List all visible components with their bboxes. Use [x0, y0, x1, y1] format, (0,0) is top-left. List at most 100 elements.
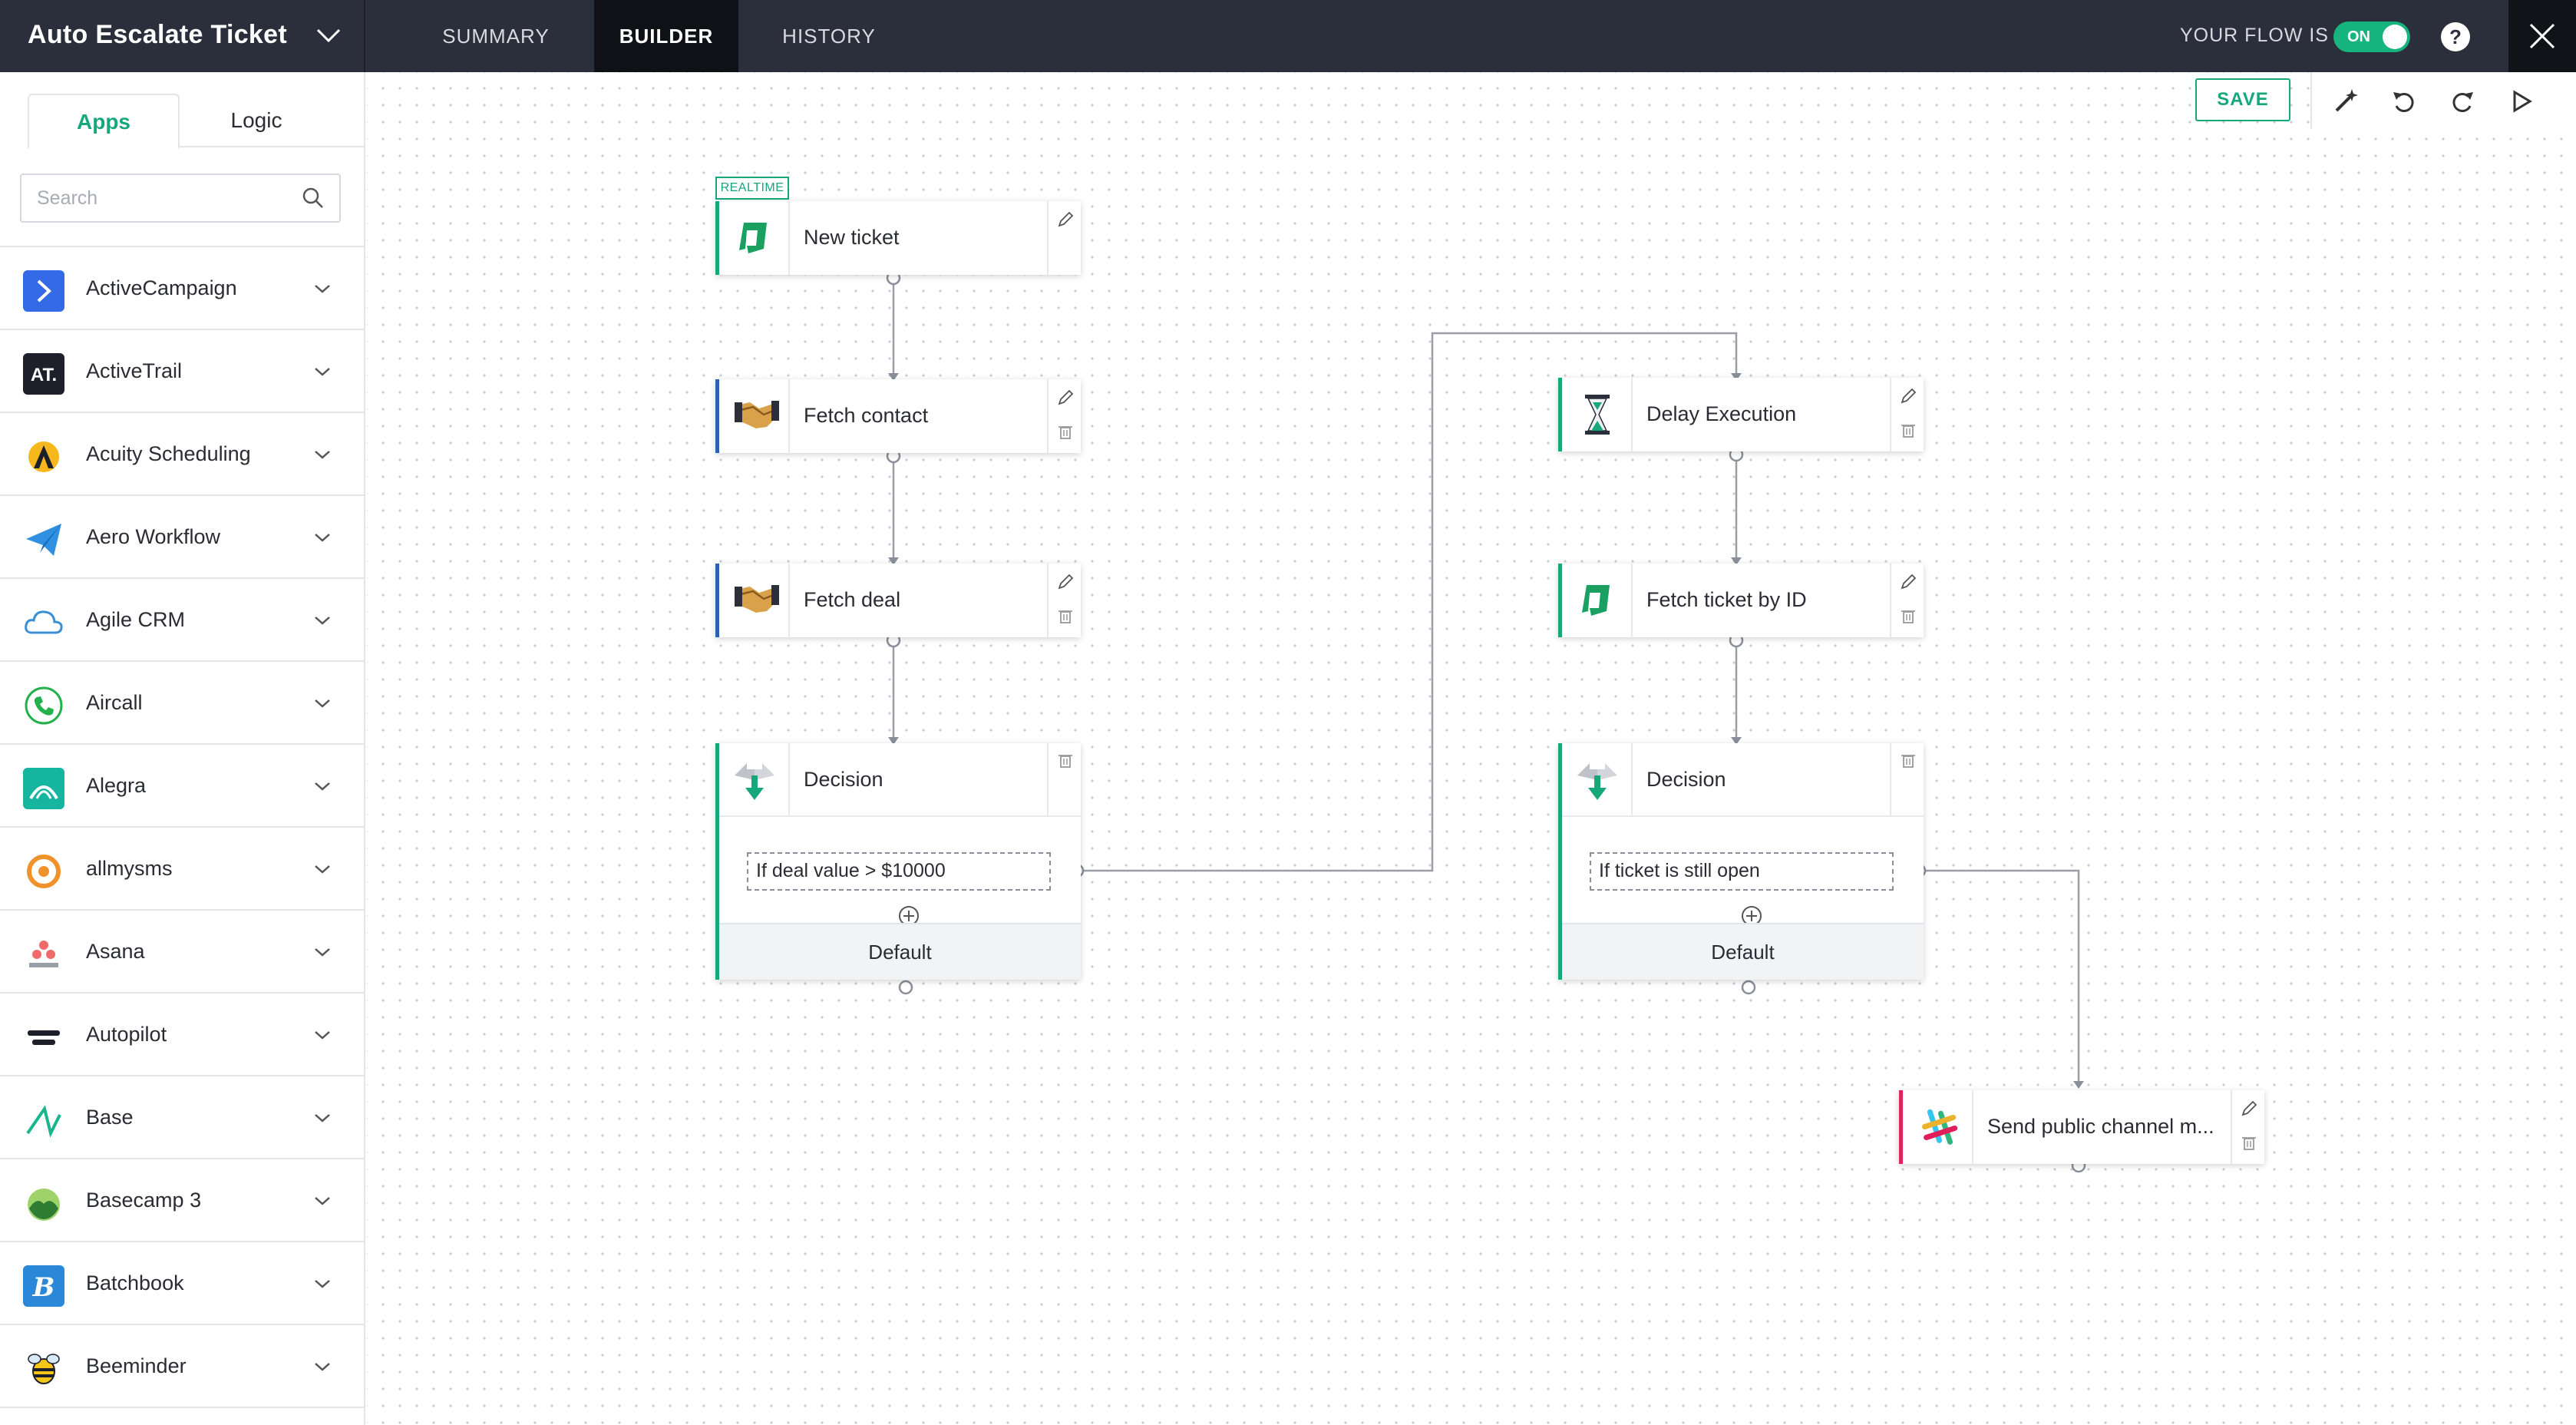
- app-item-batchbook[interactable]: B Batchbook: [0, 1242, 364, 1325]
- flow-title-dropdown[interactable]: Auto Escalate Ticket: [0, 0, 365, 72]
- magic-wand-icon[interactable]: [2330, 86, 2361, 117]
- app-item-activetrail[interactable]: AT. ActiveTrail: [0, 330, 364, 413]
- save-button[interactable]: SAVE: [2195, 78, 2290, 121]
- decision-default-branch[interactable]: Default: [719, 923, 1081, 980]
- chevron-down-icon: [315, 1197, 330, 1205]
- node-fetch-contact[interactable]: Fetch contact: [715, 379, 1081, 453]
- node-label: Fetch deal: [804, 588, 901, 611]
- autopilot-logo-icon: [23, 1017, 64, 1058]
- tab-builder[interactable]: BUILDER: [594, 0, 738, 72]
- flow-status-toggle[interactable]: ON: [2333, 21, 2410, 52]
- sidebar-tabs: Apps Logic: [28, 94, 364, 149]
- flow-status-label: YOUR FLOW IS: [2180, 25, 2329, 46]
- app-name: ActiveCampaign: [86, 276, 237, 299]
- app-item-activecampaign[interactable]: ActiveCampaign: [0, 247, 364, 330]
- node-fetch-ticket-by-id[interactable]: Fetch ticket by ID: [1558, 564, 1924, 637]
- node-label: Fetch ticket by ID: [1646, 588, 1807, 611]
- node-fetch-deal[interactable]: Fetch deal: [715, 564, 1081, 637]
- app-name: Beeminder: [86, 1354, 187, 1377]
- flow-title: Auto Escalate Ticket: [28, 20, 287, 49]
- search-icon[interactable]: [301, 186, 325, 210]
- app-item-beeminder[interactable]: Beeminder: [0, 1325, 364, 1408]
- app-name: Asana: [86, 940, 145, 963]
- chevron-down-icon: [315, 1363, 330, 1371]
- flow-canvas[interactable]: [367, 72, 2576, 1425]
- close-button[interactable]: [2508, 0, 2576, 72]
- app-name: Alegra: [86, 774, 147, 797]
- tab-apps[interactable]: Apps: [28, 94, 180, 149]
- node-label: Fetch contact: [804, 404, 929, 427]
- freshdesk-logo-icon: [739, 223, 767, 253]
- app-list: ActiveCampaign AT. ActiveTrail Acuity Sc…: [0, 246, 364, 1408]
- app-item-base[interactable]: Base: [0, 1076, 364, 1159]
- edit-icon[interactable]: [1899, 573, 1917, 591]
- redo-icon[interactable]: [2447, 86, 2478, 117]
- add-branch-icon[interactable]: [1740, 904, 1763, 927]
- node-send-slack-message[interactable]: Send public channel m...: [1899, 1090, 2264, 1164]
- app-item-autopilot[interactable]: Autopilot: [0, 994, 364, 1076]
- allmysms-logo-icon: [23, 851, 64, 892]
- tab-logic[interactable]: Logic: [230, 108, 282, 132]
- node-delay-execution[interactable]: Delay Execution: [1558, 378, 1924, 451]
- node-decision-2[interactable]: Decision If ticket is still open Default: [1558, 743, 1924, 980]
- top-bar: Auto Escalate Ticket SUMMARY BUILDER HIS…: [0, 0, 2576, 72]
- trash-icon[interactable]: [1056, 607, 1075, 625]
- trash-icon[interactable]: [1056, 751, 1075, 769]
- node-label: New ticket: [804, 226, 900, 249]
- slack-logo-icon: [1922, 1109, 1958, 1145]
- chevron-down-icon: [315, 948, 330, 957]
- play-icon[interactable]: [2505, 86, 2536, 117]
- app-name: Base: [86, 1106, 134, 1129]
- app-name: ActiveTrail: [86, 359, 183, 382]
- chevron-down-icon: [315, 534, 330, 542]
- decision-default-branch[interactable]: Default: [1562, 923, 1924, 980]
- trash-icon[interactable]: [1899, 421, 1917, 439]
- app-item-acuity-scheduling[interactable]: Acuity Scheduling: [0, 413, 364, 496]
- batchbook-logo-icon: B: [23, 1265, 64, 1307]
- decision-arrows-icon: [735, 763, 774, 800]
- decision-arrows-icon: [1577, 763, 1617, 800]
- phone-icon: [23, 685, 64, 726]
- app-item-asana[interactable]: Asana: [0, 911, 364, 994]
- app-item-aero-workflow[interactable]: Aero Workflow: [0, 496, 364, 579]
- node-label: Send public channel m...: [1987, 1115, 2214, 1138]
- decision-condition[interactable]: If ticket is still open: [1590, 852, 1894, 891]
- sidebar: Apps Logic ActiveCampaign AT. ActiveTrai…: [0, 72, 365, 1425]
- node-label: Decision: [804, 768, 883, 791]
- cloud-icon: [23, 602, 64, 643]
- edit-icon[interactable]: [1056, 210, 1075, 229]
- help-button[interactable]: ?: [2441, 22, 2470, 51]
- chevron-down-icon: [315, 865, 330, 874]
- activetrail-logo-icon: AT.: [23, 353, 64, 395]
- handshake-icon: [735, 585, 779, 613]
- tab-history[interactable]: HISTORY: [782, 25, 876, 48]
- app-name: Batchbook: [86, 1271, 184, 1294]
- bee-icon: [23, 1348, 64, 1390]
- tab-summary[interactable]: SUMMARY: [442, 25, 550, 48]
- edit-icon[interactable]: [1056, 573, 1075, 591]
- node-decision-1[interactable]: Decision If deal value > $10000 Default: [715, 743, 1081, 980]
- node-label: Decision: [1646, 768, 1726, 791]
- decision-condition[interactable]: If deal value > $10000: [747, 852, 1051, 891]
- search-input[interactable]: [37, 184, 290, 212]
- trash-icon[interactable]: [1056, 422, 1075, 441]
- trash-icon[interactable]: [1899, 751, 1917, 769]
- edit-icon[interactable]: [1056, 388, 1075, 407]
- app-item-allmysms[interactable]: allmysms: [0, 828, 364, 911]
- basecamp-logo-icon: [23, 1182, 64, 1224]
- undo-icon[interactable]: [2389, 86, 2419, 117]
- node-new-ticket[interactable]: New ticket: [715, 201, 1081, 275]
- app-item-alegra[interactable]: Alegra: [0, 745, 364, 828]
- chevron-down-icon: [315, 451, 330, 459]
- edit-icon[interactable]: [2240, 1099, 2258, 1118]
- app-item-aircall[interactable]: Aircall: [0, 662, 364, 745]
- default-label: Default: [868, 941, 932, 964]
- canvas-toolbar: SAVE: [2195, 72, 2576, 129]
- app-item-basecamp-3[interactable]: Basecamp 3: [0, 1159, 364, 1242]
- alegra-logo-icon: [23, 768, 64, 809]
- edit-icon[interactable]: [1899, 387, 1917, 405]
- chevron-down-icon: [315, 368, 330, 376]
- trash-icon[interactable]: [2240, 1133, 2258, 1152]
- trash-icon[interactable]: [1899, 607, 1917, 625]
- app-item-agile-crm[interactable]: Agile CRM: [0, 579, 364, 662]
